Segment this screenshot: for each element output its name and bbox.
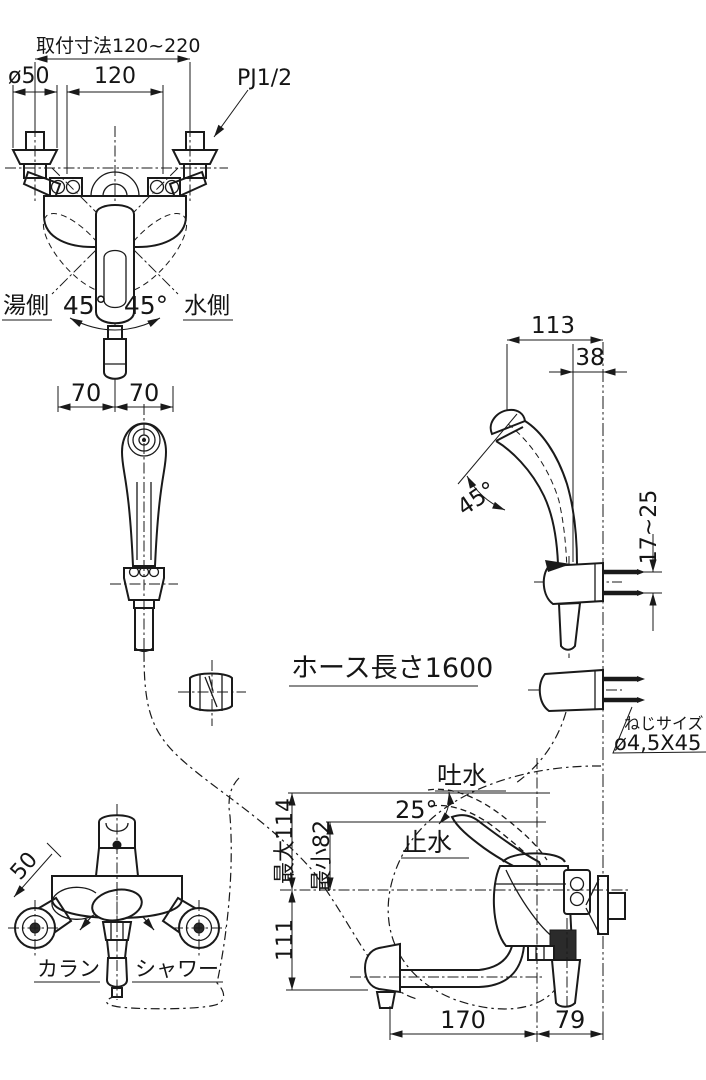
ball-joint-circle xyxy=(164,179,180,195)
front-view-centerlines xyxy=(8,804,226,1000)
swing-right-label: 45° xyxy=(124,291,168,320)
side-view: 吐水 25° 止水 最大114 最小82 111 170 79 xyxy=(273,758,628,1042)
hook-pitch-dim: 17~25 xyxy=(637,490,662,564)
top-view-right-fitting xyxy=(147,131,219,200)
flange-dia-label: ø50 xyxy=(8,64,49,89)
spout-pipe xyxy=(398,945,525,988)
hose-curve-to-front-view xyxy=(106,777,240,1010)
holder-head-profile xyxy=(495,420,578,565)
wall-clearance-dim: 79 xyxy=(555,1006,586,1034)
lever-angle-label: 25° xyxy=(395,796,438,824)
discharge-label: 吐水 xyxy=(437,761,487,790)
max-height-dim: 最大114 xyxy=(273,798,298,884)
head-angle-leg xyxy=(457,413,518,485)
hose-length-note: ホース長さ1600 xyxy=(289,653,493,687)
spout-right-dim: 70 xyxy=(129,379,160,407)
nut-ball-circle xyxy=(128,566,140,578)
spout-reach-dim: 170 xyxy=(440,1006,486,1034)
ball-joint-circle xyxy=(149,179,165,195)
mounting-range-label: 取付寸法120~220 xyxy=(36,35,200,57)
ball-joint-circle xyxy=(569,891,585,907)
projection-dim: 113 xyxy=(531,313,575,339)
outlet-ridges xyxy=(535,946,545,960)
wall-union xyxy=(597,875,626,935)
screw-note-title: ねじサイズ xyxy=(624,714,704,733)
hose-loop-side-view xyxy=(387,765,602,1010)
below-height-dim: 111 xyxy=(273,919,298,961)
tap-mode-label: カラン xyxy=(37,957,100,981)
nut-ball-circle xyxy=(148,566,160,578)
mounting-screws xyxy=(603,569,637,703)
screw-note-size: ø4,5X45 xyxy=(614,731,701,755)
shower-direction-arrow xyxy=(142,916,155,931)
thread-type-label: PJ1/2 xyxy=(237,66,292,91)
hose-length-label: ホース長さ1600 xyxy=(291,653,493,684)
spout-left-dim: 70 xyxy=(71,379,102,407)
swing-arc-arrow xyxy=(69,317,161,331)
holder-clip-wedge xyxy=(545,560,571,572)
top-view-extension-lines xyxy=(2,62,233,412)
head-axis-dashed xyxy=(507,423,568,571)
top-view-left-fitting xyxy=(11,131,83,200)
swing-left-label: 45° xyxy=(63,291,107,320)
holder-handle-tube xyxy=(557,601,582,651)
lower-hook xyxy=(538,668,604,713)
hand-shower-centerlines xyxy=(110,404,246,726)
front-view-annotation-lines xyxy=(34,842,223,983)
dim-handle-width-line xyxy=(13,853,53,898)
front-view-outlet xyxy=(101,921,133,998)
stop-label: 止水 xyxy=(402,828,452,857)
shower-mode-label: シャワー xyxy=(135,957,219,981)
side-view-centerlines xyxy=(280,758,628,1042)
lever-angle-arc xyxy=(438,791,455,825)
body-cap-line xyxy=(502,852,566,863)
hot-side-label: 湯側 xyxy=(3,293,49,319)
side-view-detail-lines xyxy=(496,869,600,943)
ball-joint-circle xyxy=(65,179,81,195)
top-view-centerlines xyxy=(5,126,228,398)
holder-head-tip xyxy=(489,408,527,436)
head-angle-arc xyxy=(466,475,506,511)
top-view-details xyxy=(90,171,140,365)
hand-shower-view xyxy=(110,404,246,726)
thread-leader-line xyxy=(213,89,249,138)
tap-direction-arrow xyxy=(79,916,92,931)
side-view-reference-lines xyxy=(286,790,604,1040)
offset-dim: 38 xyxy=(575,345,604,371)
screw-note-leader xyxy=(612,706,706,754)
hand-shower-details xyxy=(134,482,223,711)
min-height-dim: 最小82 xyxy=(310,820,335,892)
holder-view: 113 38 45° 17~25 ねじサイズ ø4,5X45 xyxy=(453,313,706,1014)
hose-from-lower-hook xyxy=(515,711,567,784)
inlet-pitch-label: 120 xyxy=(94,64,136,89)
cold-side-label: 水側 xyxy=(184,293,230,319)
spout-tip xyxy=(363,942,401,1009)
ball-joint-circle xyxy=(50,179,66,195)
top-view: 取付寸法120~220 ø50 120 PJ1/2 湯側 45° 45° 水側 … xyxy=(2,35,292,412)
